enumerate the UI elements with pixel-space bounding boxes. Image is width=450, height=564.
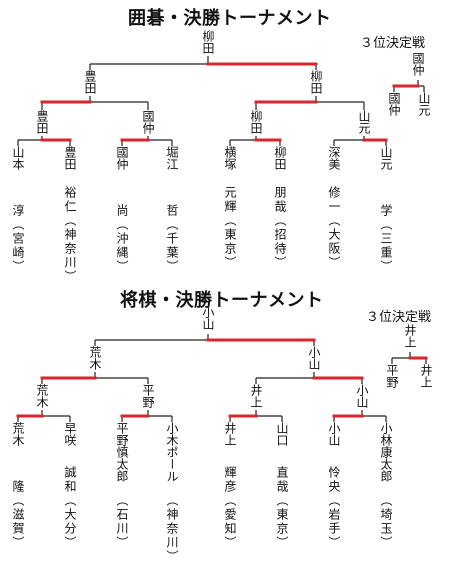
shogi-player-7-detail: 怜央（岩手） xyxy=(327,466,341,550)
go-third-place-winner: 國仲 xyxy=(411,52,425,76)
shogi-third-place-player-1: 平野 xyxy=(385,364,399,388)
go-player-1-name: 山本 xyxy=(11,146,25,170)
shogi-semi-right: 小山 xyxy=(307,346,321,370)
go-player-1-detail: 淳（宮崎） xyxy=(11,204,25,274)
shogi-player-5-detail: 輝彦（愛知） xyxy=(223,466,237,550)
shogi-quarter-1: 荒木 xyxy=(35,384,49,408)
go-player-6-name: 柳田 xyxy=(273,146,287,170)
shogi-player-6-detail: 直哉（東京） xyxy=(275,466,289,550)
shogi-player-6-name: 山口 xyxy=(275,422,289,446)
shogi-quarter-4: 小山 xyxy=(355,384,369,408)
go-semi-right: 柳田 xyxy=(309,70,323,94)
go-player-4-name: 堀江 xyxy=(165,146,179,170)
shogi-player-3-name: 平野慎太郎 xyxy=(115,422,129,482)
go-player-7-detail: 修一（大阪） xyxy=(327,186,341,270)
go-quarter-2: 國仲 xyxy=(141,110,155,134)
shogi-player-1-detail: 隆（滋賀） xyxy=(11,480,25,550)
shogi-player-8-name: 小林康太郎 xyxy=(379,422,393,482)
go-player-8-name: 山元 xyxy=(379,146,393,170)
go-player-5-detail: 元輝（東京） xyxy=(223,186,237,270)
go-semi-left: 豊田 xyxy=(83,70,97,94)
shogi-title: 将棋・決勝トーナメント xyxy=(120,290,324,311)
shogi-player-8-detail: （埼玉） xyxy=(379,494,393,550)
go-quarter-4: 山元 xyxy=(357,110,371,134)
shogi-player-7-name: 小山 xyxy=(327,422,341,446)
go-player-2-detail: 裕仁（神奈川） xyxy=(63,186,77,284)
shogi-player-5-name: 井上 xyxy=(223,422,237,446)
shogi-quarter-2: 平野 xyxy=(141,384,155,408)
shogi-champion: 小山 xyxy=(201,306,215,330)
shogi-semi-left: 荒木 xyxy=(88,346,102,370)
go-third-place-title: ３位決定戦 xyxy=(360,36,426,51)
shogi-player-2-detail: 誠和（大分） xyxy=(63,466,77,550)
shogi-player-4-name: 小木ポール xyxy=(165,422,179,482)
go-player-3-detail: 尚（沖縄） xyxy=(115,204,129,274)
shogi-player-1-name: 荒木 xyxy=(11,422,25,446)
shogi-third-place-player-2: 井上 xyxy=(419,364,433,388)
go-title: 囲碁・決勝トーナメント xyxy=(128,8,332,29)
shogi-player-4-detail: （神奈川） xyxy=(165,494,179,564)
go-third-place-player-1: 國仲 xyxy=(387,92,401,116)
shogi-quarter-3: 井上 xyxy=(249,384,263,408)
go-player-6-detail: 朋哉（招待） xyxy=(273,186,287,270)
go-player-8-detail: 学（三重） xyxy=(379,204,393,274)
shogi-third-place-winner: 井上 xyxy=(403,324,417,348)
go-player-2-name: 豊田 xyxy=(63,146,77,170)
go-player-3-name: 國仲 xyxy=(115,146,129,170)
shogi-player-2-name: 早咲 xyxy=(63,422,77,446)
go-player-5-name: 横塚 xyxy=(223,146,237,170)
shogi-player-3-detail: （石川） xyxy=(115,494,129,550)
go-player-4-detail: 哲（千葉） xyxy=(165,204,179,274)
go-player-7-name: 深美 xyxy=(327,146,341,170)
go-quarter-3: 柳田 xyxy=(249,110,263,134)
go-champion: 柳田 xyxy=(201,30,215,54)
go-quarter-1: 豊田 xyxy=(35,110,49,134)
shogi-third-place-title: ３位決定戦 xyxy=(366,310,432,325)
go-third-place-player-2: 山元 xyxy=(417,92,431,116)
